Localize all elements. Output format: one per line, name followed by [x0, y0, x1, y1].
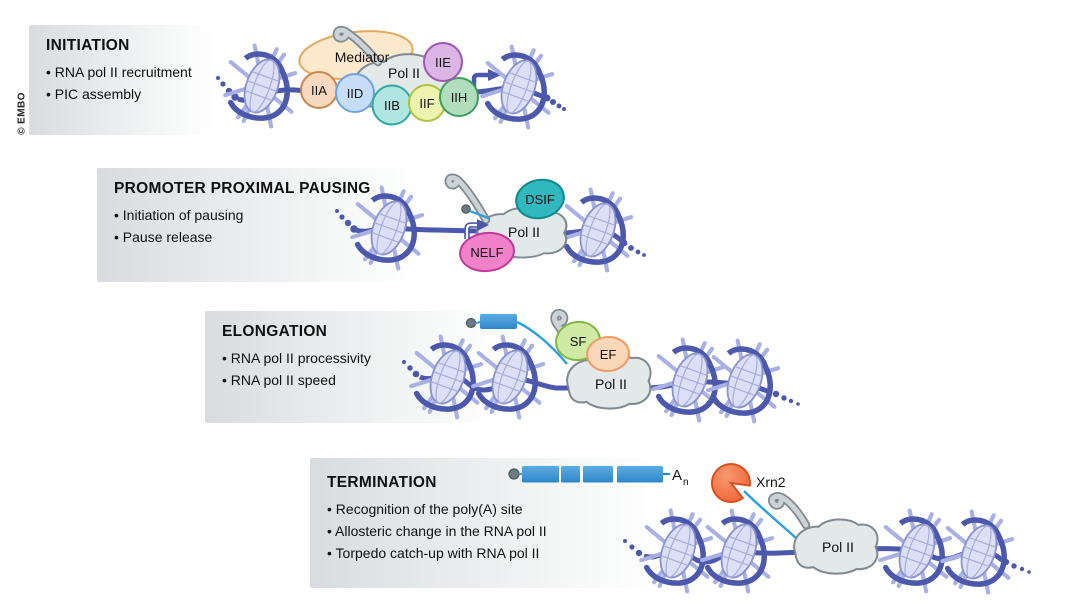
panel-pausing: PROMOTER PROXIMAL PAUSING Initiation of … [97, 168, 422, 282]
xrn2-label: Xrn2 [756, 474, 786, 490]
rna-cap-icon [465, 317, 477, 329]
pol2-label: Pol II [822, 539, 854, 555]
tss-arrow-icon [471, 69, 501, 94]
nelf-ellipse [459, 231, 515, 273]
nucleosome [641, 511, 711, 592]
panel-initiation: INITIATION RNA pol II recruitment PIC as… [29, 25, 215, 135]
dna-dots [543, 94, 566, 111]
panel-termination-bullet-1: Recognition of the poly(A) site [327, 498, 652, 520]
nascent-rna [469, 209, 491, 220]
ctd-tail [768, 492, 811, 530]
tfiid-label: IID [347, 86, 364, 101]
panel-initiation-title: INITIATION [46, 37, 130, 54]
pausing-diagram: DSIF NELF Pol II [335, 173, 646, 273]
tfiih-label: IIH [451, 90, 468, 105]
nucleosome [702, 511, 772, 592]
panel-pausing-bullet-2: Pause release [114, 226, 412, 248]
dsif-ellipse [515, 178, 565, 220]
dna-dots [216, 76, 239, 101]
panel-elongation-bullet-2: RNA pol II speed [222, 369, 491, 391]
termination-diagram: A n Xrn2 Pol II [508, 463, 1031, 593]
polya-label: A [672, 467, 682, 484]
tfiih-circle [439, 77, 479, 117]
panel-elongation-bullet-1: RNA pol II processivity [222, 347, 491, 369]
panel-termination-title: TERMINATION [327, 474, 437, 491]
panel-pausing-bullet-1: Initiation of pausing [114, 204, 412, 226]
tfiia-label: IIA [311, 83, 327, 98]
nascent-rna [743, 490, 797, 539]
nucleosome [942, 512, 1012, 593]
tfiie-circle [423, 42, 463, 82]
pol2-label: Pol II [388, 65, 420, 81]
panel-termination-bullet-3: Torpedo catch-up with RNA pol II [327, 542, 652, 564]
nucleosome [352, 188, 422, 269]
dsif-label: DSIF [525, 192, 555, 207]
tfiib-label: IIB [384, 98, 400, 113]
rna-cap-icon [508, 468, 520, 480]
pol2-label: Pol II [595, 376, 627, 392]
panel-initiation-bullet-1: RNA pol II recruitment [46, 61, 205, 83]
ef-ellipse [586, 335, 630, 373]
pol2-label: Pol II [508, 224, 540, 240]
panel-pausing-title: PROMOTER PROXIMAL PAUSING [114, 180, 371, 197]
dna-dots [620, 239, 646, 257]
mediator-label: Mediator [335, 49, 390, 65]
ctd-tail [332, 25, 383, 67]
rna-cap-icon [461, 204, 471, 214]
tfiid-circle [335, 73, 375, 113]
nucleosome [653, 340, 723, 421]
nucleosome [225, 46, 295, 127]
ef-label: EF [600, 347, 617, 362]
dna-dots [623, 539, 643, 557]
panel-elongation-title: ELONGATION [222, 323, 328, 340]
tfiif-label: IIF [419, 96, 434, 111]
panel-elongation: ELONGATION RNA pol II processivity RNA p… [205, 311, 501, 423]
nelf-label: NELF [470, 245, 503, 260]
dna-dots [772, 390, 800, 406]
nucleosome [482, 47, 552, 128]
dna-dots [402, 360, 420, 378]
nucleosome [473, 337, 543, 418]
xrn2-pacman [710, 463, 751, 503]
tfiie-label: IIE [435, 55, 451, 70]
panel-termination-bullet-2: Allosteric change in the RNA pol II [327, 520, 652, 542]
exon-block [480, 314, 517, 329]
elongation-diagram: SF EF Pol II [402, 308, 800, 421]
initiation-diagram: Mediator Pol II IIA IID IIB IIF IIH IIE [216, 25, 566, 127]
sf-label: SF [570, 334, 587, 349]
polya-subscript: n [683, 477, 689, 488]
ctd-tail [444, 173, 491, 225]
mrna-exons [522, 466, 663, 483]
panel-initiation-bullet-2: PIC assembly [46, 83, 205, 105]
nascent-rna [516, 320, 568, 365]
dna-dots [335, 209, 358, 233]
tss-arrow-icon [464, 219, 489, 239]
dna-dots [1002, 558, 1031, 574]
